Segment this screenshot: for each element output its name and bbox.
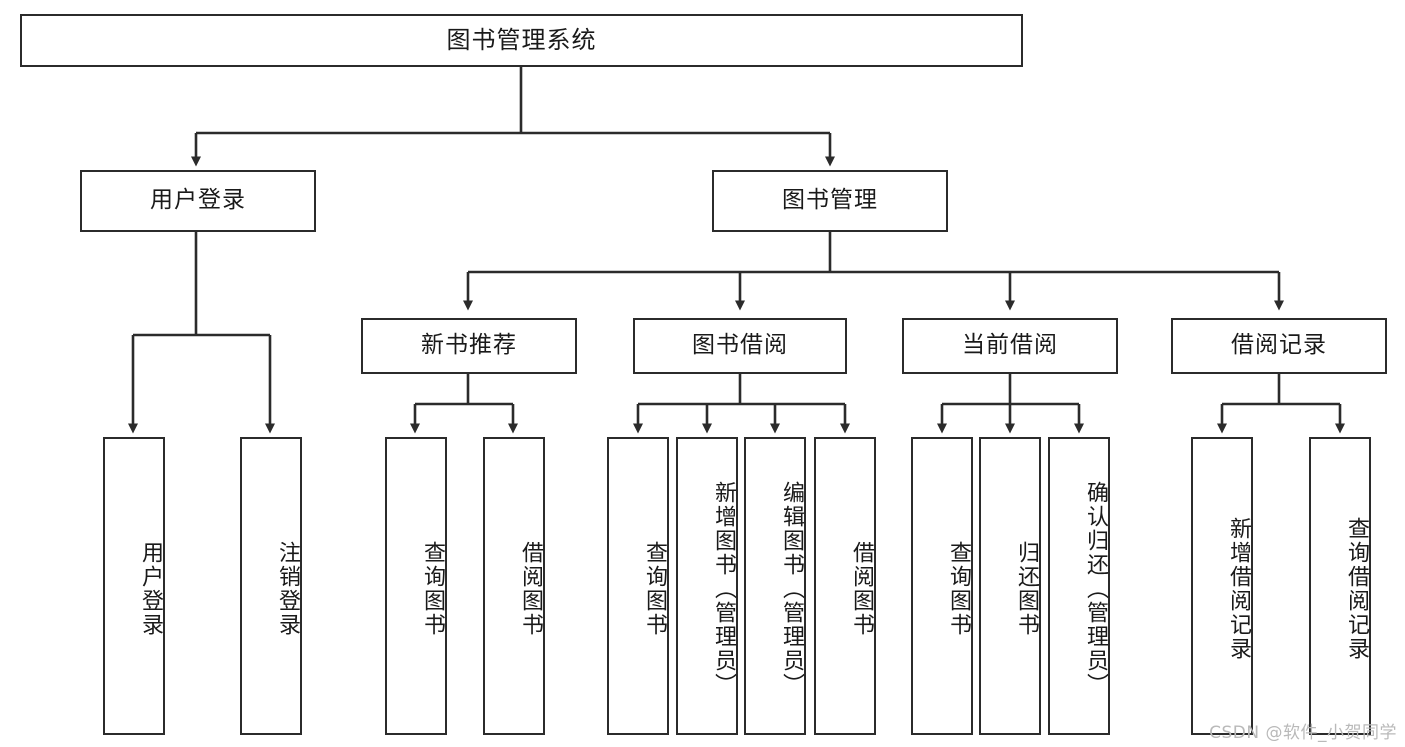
leaf-borrow-borrow-book[interactable]: 借阅图书 (814, 437, 876, 735)
node-new-book-recommend[interactable]: 新书推荐 (361, 318, 577, 374)
node-label: 查询图书 (946, 541, 971, 637)
leaf-record-add-record[interactable]: 新增借阅记录 (1191, 437, 1253, 735)
node-current-borrow[interactable]: 当前借阅 (902, 318, 1118, 374)
leaf-current-confirm-return-admin[interactable]: 确认归还（管理员） (1048, 437, 1110, 735)
node-user-login[interactable]: 用户登录 (80, 170, 316, 232)
leaf-borrow-edit-book-admin[interactable]: 编辑图书（管理员） (744, 437, 806, 735)
leaf-user-login-login[interactable]: 用户登录 (103, 437, 165, 735)
node-borrow-record[interactable]: 借阅记录 (1171, 318, 1387, 374)
node-label: 新书推荐 (421, 332, 517, 359)
node-label: 借阅记录 (1231, 332, 1327, 359)
leaf-current-query-book[interactable]: 查询图书 (911, 437, 973, 735)
node-label: 编辑图书（管理员） (779, 481, 804, 697)
node-label: 图书管理 (782, 187, 878, 214)
leaf-user-login-logout[interactable]: 注销登录 (240, 437, 302, 735)
node-label: 注销登录 (275, 541, 300, 637)
leaf-borrow-query-book[interactable]: 查询图书 (607, 437, 669, 735)
node-label: 用户登录 (150, 187, 246, 214)
node-book-borrow[interactable]: 图书借阅 (633, 318, 847, 374)
node-label: 借阅图书 (849, 541, 874, 637)
node-label: 当前借阅 (962, 332, 1058, 359)
node-label: 图书借阅 (692, 332, 788, 359)
node-label: 确认归还（管理员） (1083, 481, 1108, 697)
node-label: 查询借阅记录 (1344, 517, 1369, 661)
node-label: 图书管理系统 (446, 26, 597, 55)
leaf-new-book-borrow[interactable]: 借阅图书 (483, 437, 545, 735)
leaf-record-query-record[interactable]: 查询借阅记录 (1309, 437, 1371, 735)
node-label: 用户登录 (138, 541, 163, 637)
node-label: 借阅图书 (518, 541, 543, 637)
node-root-system[interactable]: 图书管理系统 (20, 14, 1023, 67)
leaf-new-book-query[interactable]: 查询图书 (385, 437, 447, 735)
csdn-watermark: CSDN @软件_小贺同学 (1209, 723, 1397, 743)
node-label: 查询图书 (642, 541, 667, 637)
node-label: 新增图书（管理员） (711, 481, 736, 697)
node-label: 新增借阅记录 (1226, 517, 1251, 661)
node-book-management[interactable]: 图书管理 (712, 170, 948, 232)
leaf-current-return-book[interactable]: 归还图书 (979, 437, 1041, 735)
leaf-borrow-add-book-admin[interactable]: 新增图书（管理员） (676, 437, 738, 735)
node-label: 查询图书 (420, 541, 445, 637)
node-label: 归还图书 (1014, 541, 1039, 637)
